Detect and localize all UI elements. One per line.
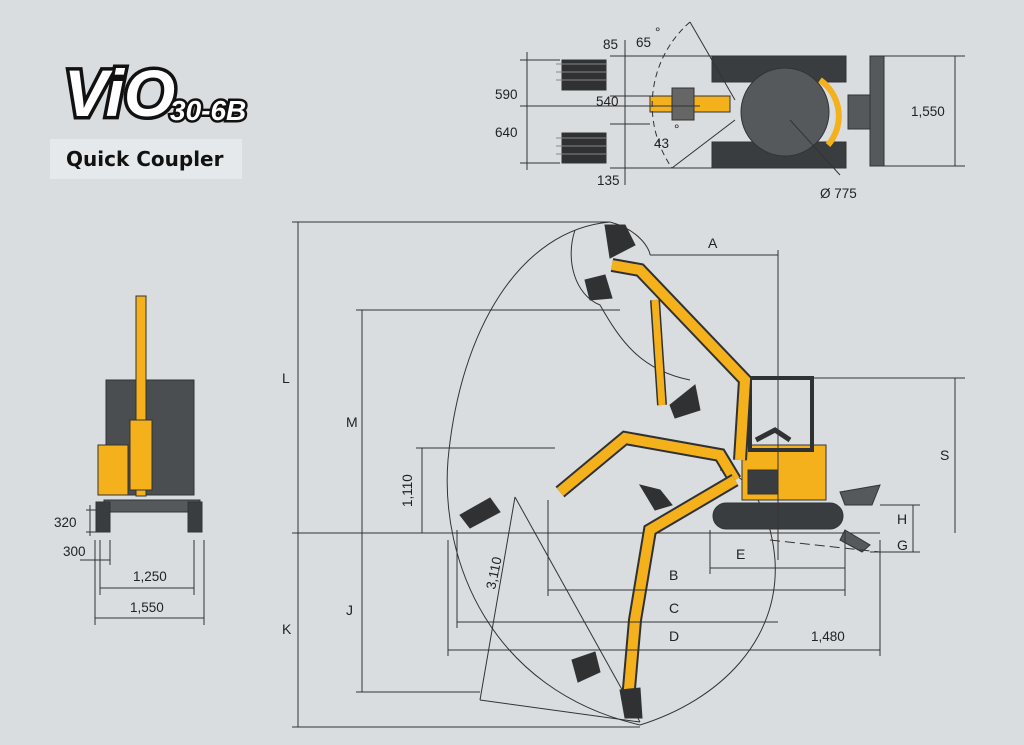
logo-model: ViO: [64, 56, 175, 130]
dim-1480: 1,480: [811, 629, 845, 644]
boom-lowered: [623, 475, 738, 701]
label-E: E: [736, 546, 745, 562]
dim-1550-front: 1,550: [130, 600, 164, 615]
top-blade: [869, 55, 885, 167]
label-M: M: [346, 414, 358, 430]
dim-320: 320: [54, 515, 77, 530]
label-S: S: [940, 447, 949, 463]
boom-raised: [611, 260, 751, 461]
dim-135: 135: [597, 173, 620, 188]
dim-85: 85: [603, 37, 618, 52]
top-bucket-lower: [556, 132, 607, 164]
angle-43: 43: [654, 136, 669, 151]
front-track-right: [187, 501, 203, 533]
label-A: A: [708, 235, 718, 251]
angle-43-deg: °: [674, 122, 679, 137]
front-view: [80, 295, 205, 625]
dim-540: 540: [596, 94, 619, 109]
angle-65-deg: °: [655, 25, 660, 40]
label-G: G: [897, 537, 908, 553]
dim-590: 590: [495, 87, 518, 102]
dim-300: 300: [63, 544, 86, 559]
bucket-far: [459, 497, 501, 529]
dim-1110: 1,110: [400, 474, 415, 507]
bucket-top: [604, 224, 636, 259]
dim-640: 640: [495, 125, 518, 140]
top-arm-bucket: [671, 87, 695, 121]
top-bucket-upper: [556, 59, 607, 91]
dim-1250: 1,250: [133, 569, 167, 584]
side-blade-down: [839, 529, 871, 553]
label-D: D: [669, 628, 679, 644]
label-J: J: [346, 602, 353, 618]
side-blade-up: [839, 484, 881, 506]
angle-65: 65: [636, 35, 651, 50]
subtitle-quick-coupler: Quick Coupler: [50, 139, 242, 179]
dim-3110: 3,110: [483, 555, 504, 590]
side-cab: [748, 376, 814, 452]
label-L: L: [282, 370, 290, 386]
vio-logo: ViO 30-6B: [61, 53, 249, 134]
label-B: B: [669, 567, 678, 583]
reach-envelope: [446, 221, 641, 726]
front-track-left: [95, 501, 111, 533]
label-C: C: [669, 600, 679, 616]
dim-1550-top: 1,550: [911, 104, 945, 119]
boom-level: [556, 432, 740, 496]
side-view: [292, 221, 965, 728]
logo-variant: 30-6B: [170, 95, 246, 126]
top-view: [520, 21, 965, 185]
label-H: H: [897, 511, 907, 527]
label-K: K: [282, 621, 292, 637]
top-turret: [740, 67, 830, 157]
swing-diameter: Ø 775: [820, 186, 857, 201]
front-boom: [135, 295, 147, 497]
